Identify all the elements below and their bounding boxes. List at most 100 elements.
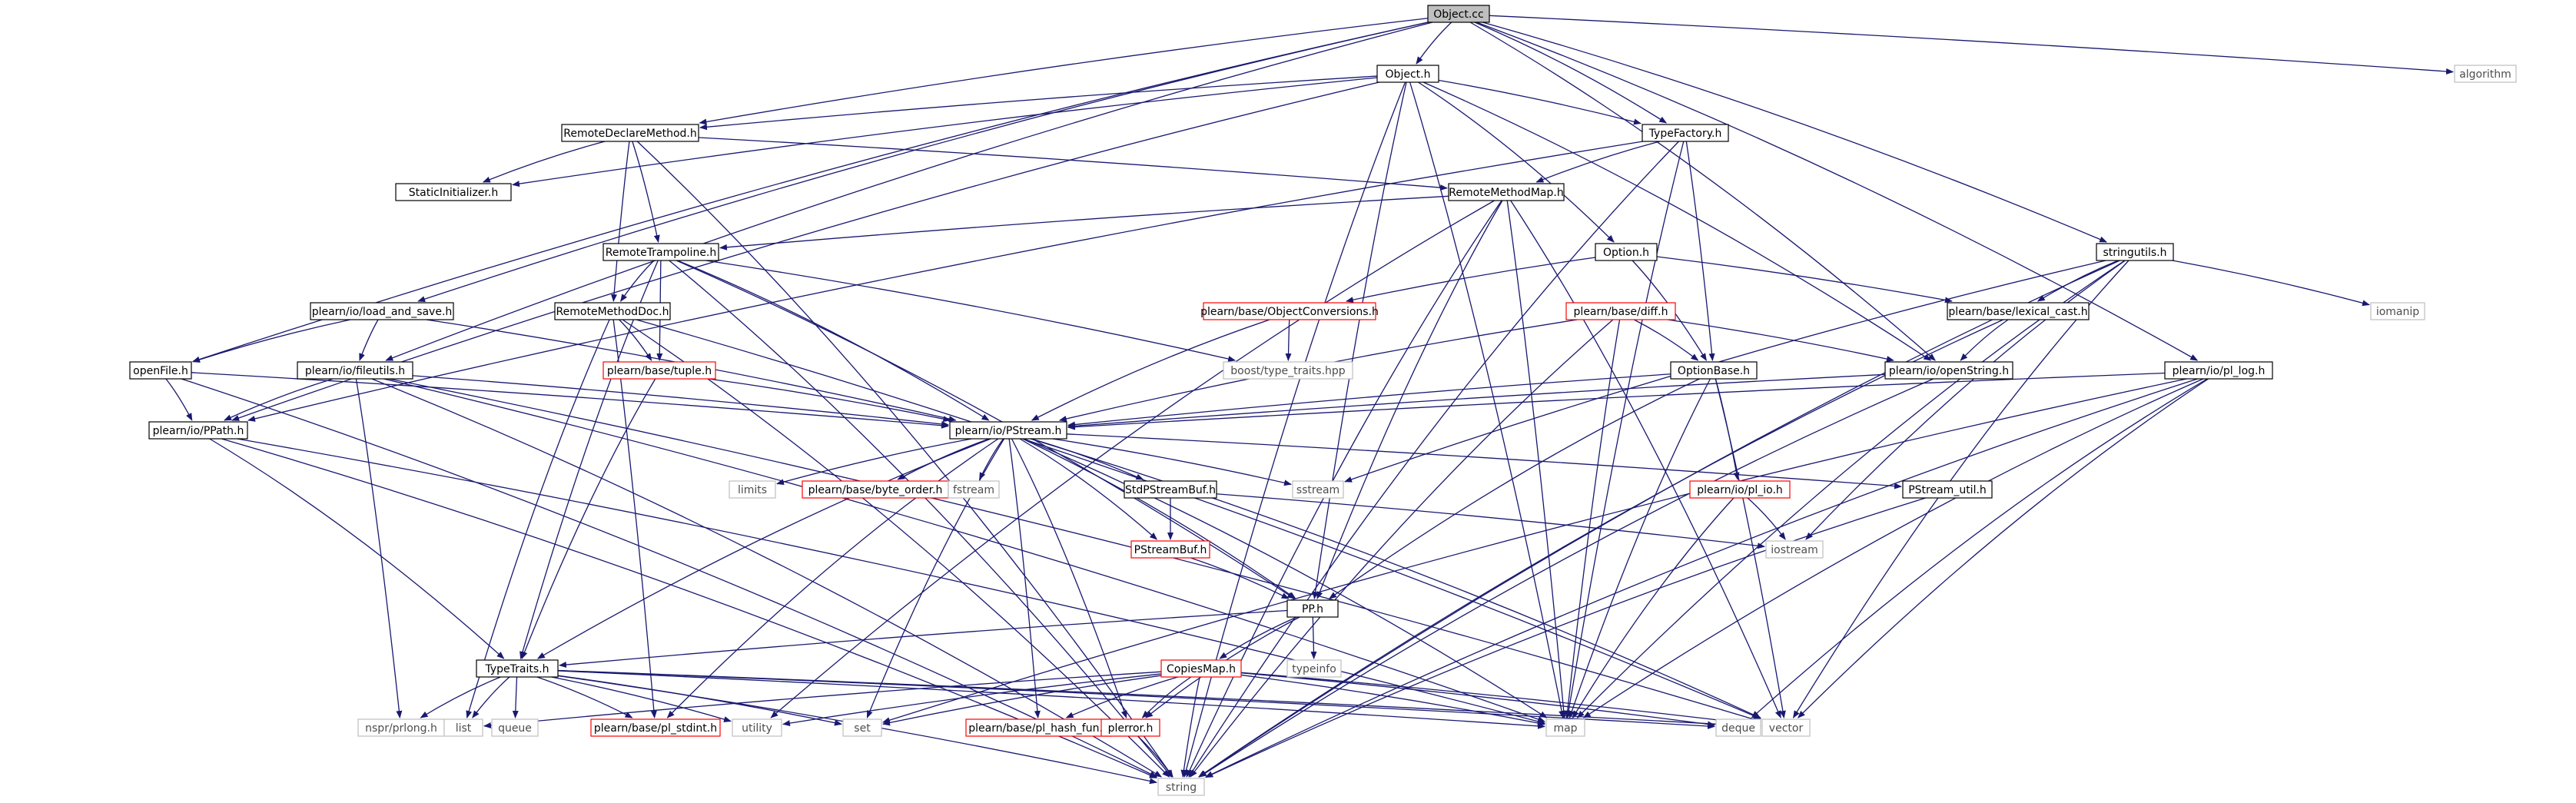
node-label: plearn/io/load_and_save.h	[312, 306, 453, 318]
node-object-h[interactable]: Object.h	[1376, 65, 1439, 83]
node-tuple-h[interactable]: plearn/base/tuple.h	[603, 361, 716, 380]
node-pstreambuf-h[interactable]: PStreamBuf.h	[1130, 540, 1210, 559]
node-box	[1124, 480, 1217, 499]
edge-remote_method_map_h-to-pp_h	[1316, 200, 1503, 599]
node-remote-method-doc-h[interactable]: RemoteMethodDoc.h	[554, 302, 671, 320]
edge-fileutils_h-to-string	[371, 378, 1163, 778]
node-box	[2454, 65, 2517, 83]
node-box	[297, 361, 413, 380]
node-open-file-h[interactable]: openFile.h	[129, 361, 192, 380]
node-label: Object.cc	[1433, 8, 1483, 21]
node-pl-hash-fun-h[interactable]: plearn/base/pl_hash_fun.h	[965, 718, 1113, 737]
edge-load_and_save_h-to-open_file_h	[192, 319, 350, 363]
node-box	[1902, 480, 1993, 499]
edge-fileutils_h-to-pstream_h	[412, 375, 949, 427]
node-box	[842, 718, 882, 737]
edge-object_cc-to-algorithm	[1489, 15, 2454, 75]
edge-fileutils_h-to-vector	[388, 378, 1761, 723]
node-diff-h[interactable]: plearn/base/diff.h	[1565, 302, 1676, 320]
edge-pp_h-to-copies_map_h	[1219, 616, 1297, 659]
edge-pstream_h-to-type_traits_h	[536, 438, 991, 659]
node-copies-map-h[interactable]: CopiesMap.h	[1160, 659, 1242, 678]
node-remote-method-map-h[interactable]: RemoteMethodMap.h	[1448, 183, 1565, 201]
node-pp-h[interactable]: PP.h	[1286, 599, 1339, 618]
edge-fileutils_h-to-nspr_prlong_h	[355, 378, 403, 718]
node-plerror-h[interactable]: plerror.h	[1100, 718, 1160, 737]
node-remote-declare-method-h[interactable]: RemoteDeclareMethod.h	[561, 124, 699, 142]
node-box	[1203, 302, 1376, 320]
node-label: plearn/base/diff.h	[1574, 306, 1668, 318]
node-remote-trampoline-h[interactable]: RemoteTrampoline.h	[603, 243, 719, 261]
node-box	[1765, 540, 1824, 559]
node-stdpstreambuf-h[interactable]: StdPStreamBuf.h	[1124, 480, 1217, 499]
edge-ppath_h-to-map	[237, 438, 1545, 725]
edge-open_string_h-to-string	[1199, 378, 1934, 778]
node-ppath-h[interactable]: plearn/io/PPath.h	[148, 421, 248, 440]
edge-open_file_h-to-string	[181, 378, 1158, 778]
node-static-initializer-h[interactable]: StaticInitializer.h	[395, 183, 512, 201]
node-utility: utility	[732, 718, 782, 737]
dependency-edges	[165, 15, 2454, 785]
edge-option_h-to-lexical_cast_h	[1656, 256, 1953, 304]
node-label: fstream	[953, 484, 994, 496]
node-pstream-h[interactable]: plearn/io/PStream.h	[949, 421, 1067, 440]
node-stringutils-h[interactable]: stringutils.h	[2096, 243, 2174, 261]
node-box	[491, 718, 539, 737]
edge-pstream_h-to-limits	[776, 438, 972, 486]
edge-object_h-to-option_h	[1418, 81, 1615, 243]
edge-pstream_h-to-map	[1024, 438, 1548, 718]
edge-pl_log_h-to-string	[1205, 378, 2198, 778]
node-map: map	[1545, 718, 1585, 737]
edge-fileutils_h-to-ppath_h	[224, 378, 334, 421]
edge-copies_map_h-to-list	[483, 671, 1162, 728]
edge-copies_map_h-to-plerror_h	[1141, 676, 1192, 718]
node-label: Object.h	[1386, 68, 1431, 81]
node-object-cc[interactable]: Object.cc	[1427, 5, 1490, 23]
edge-diff_h-to-option_base_h	[1633, 319, 1699, 361]
node-label: limits	[738, 484, 767, 496]
edge-remote_declare_method_h-to-string	[636, 141, 1173, 778]
edge-remote_method_doc_h-to-tuple_h	[619, 319, 652, 361]
node-label: RemoteMethodMap.h	[1449, 187, 1563, 199]
edge-pl_log_h-to-set	[882, 378, 2187, 723]
node-pl-stdint-h[interactable]: plearn/base/pl_stdint.h	[590, 718, 721, 737]
node-label: RemoteTrampoline.h	[606, 247, 717, 259]
node-label: stringutils.h	[2103, 247, 2167, 259]
edge-tuple_h-to-type_traits_h	[521, 378, 656, 659]
node-type-traits-h[interactable]: TypeTraits.h	[476, 659, 559, 678]
node-label: nspr/prlong.h	[365, 722, 437, 735]
node-box	[2164, 361, 2273, 380]
node-fileutils-h[interactable]: plearn/io/fileutils.h	[297, 361, 413, 380]
node-pl-log-h[interactable]: plearn/io/pl_log.h	[2164, 361, 2273, 380]
edge-object_h-to-open_string_h	[1422, 81, 1932, 361]
node-list: list	[443, 718, 483, 737]
edge-type_factory_h-to-ppath_h	[247, 141, 1644, 422]
edge-object_cc-to-fileutils_h	[385, 22, 1433, 361]
node-option-base-h[interactable]: OptionBase.h	[1670, 361, 1758, 380]
node-label: set	[854, 722, 871, 735]
node-label: plearn/io/PStream.h	[955, 425, 1062, 437]
node-box	[1947, 302, 2090, 320]
edge-object_cc-to-open_file_h	[192, 22, 1429, 363]
node-option-h[interactable]: Option.h	[1595, 243, 1658, 261]
node-label: StaticInitializer.h	[409, 187, 498, 199]
edge-pstream_h-to-sstream	[1052, 438, 1292, 486]
node-pstream-util-h[interactable]: PStream_util.h	[1902, 480, 1993, 499]
node-type-factory-h[interactable]: TypeFactory.h	[1642, 124, 1729, 142]
node-byte-order-h[interactable]: plearn/base/byte_order.h	[802, 480, 949, 499]
edge-pl_log_h-to-deque	[1751, 378, 2208, 718]
edge-object_h-to-type_factory_h	[1438, 79, 1642, 125]
node-label: queue	[498, 722, 532, 735]
node-open-string-h[interactable]: plearn/io/openString.h	[1884, 361, 2013, 380]
edge-pl_log_h-to-map	[1582, 378, 2204, 718]
node-object-conversions-h[interactable]: plearn/base/ObjectConversions.h	[1200, 302, 1379, 320]
node-load-and-save-h[interactable]: plearn/io/load_and_save.h	[310, 302, 454, 320]
node-box	[1376, 65, 1439, 83]
node-box	[2096, 243, 2174, 261]
edge-remote_trampoline_h-to-boost_type_traits_hpp	[705, 260, 1237, 362]
edge-open_file_h-to-pstream_h	[191, 372, 949, 429]
edge-object_h-to-map	[1409, 81, 1565, 718]
node-lexical-cast-h[interactable]: plearn/base/lexical_cast.h	[1947, 302, 2090, 320]
node-pl-io-h[interactable]: plearn/io/pl_io.h	[1689, 480, 1791, 499]
node-label: plearn/io/PPath.h	[153, 425, 244, 437]
